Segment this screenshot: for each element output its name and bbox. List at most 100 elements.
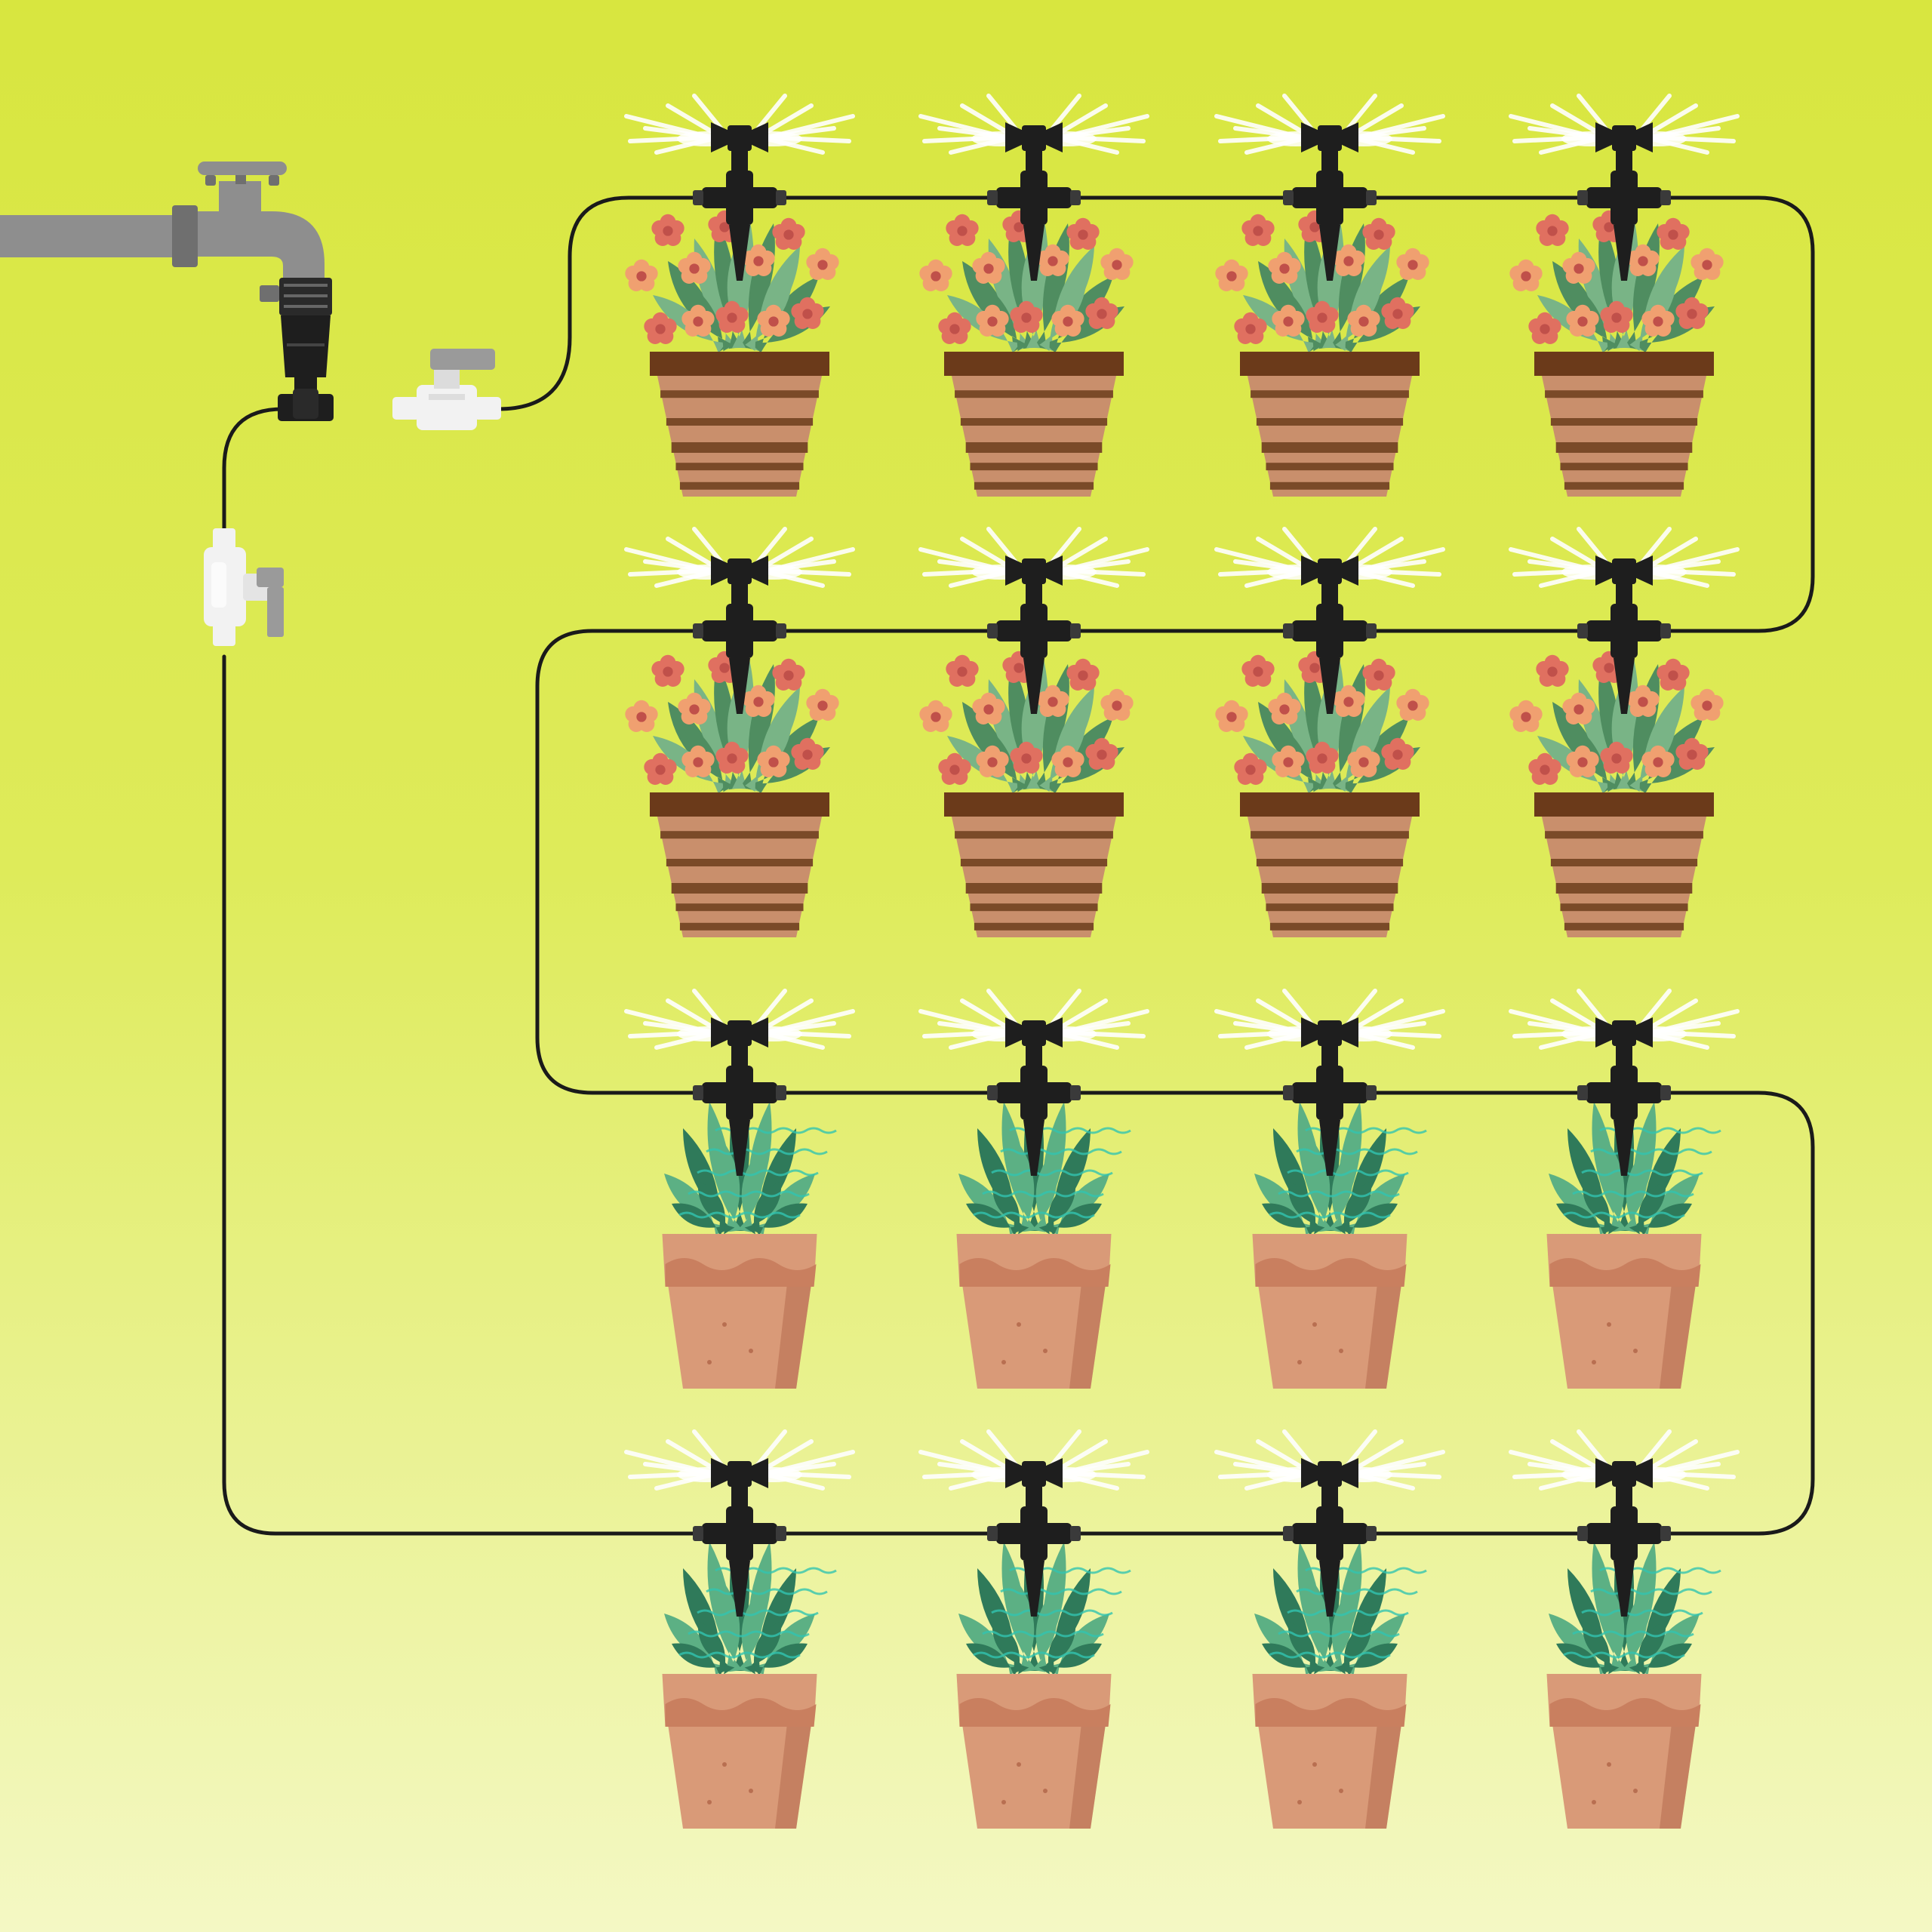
clay-pot-body	[1552, 1287, 1696, 1389]
flower-center	[957, 666, 968, 677]
leaf	[1343, 1643, 1398, 1676]
leaf	[1632, 1568, 1681, 1674]
tee-barb	[1660, 190, 1671, 205]
succulent-highlight	[982, 1190, 1104, 1198]
leaf	[1048, 1643, 1102, 1676]
flower-center	[1097, 749, 1107, 760]
valve-body	[417, 385, 477, 430]
tee-barb	[776, 1085, 786, 1100]
hose-connector-icon	[260, 278, 334, 421]
flower-center	[1112, 700, 1122, 711]
flower	[806, 248, 839, 280]
flower-center	[1540, 324, 1550, 334]
clay-pot-speck	[1001, 1800, 1006, 1804]
tee-barb	[1660, 1526, 1671, 1541]
plant-grid	[625, 208, 1724, 1829]
nozzle-wing	[1339, 1017, 1358, 1048]
clay-pot-speck	[1312, 1762, 1317, 1767]
flower	[791, 737, 824, 770]
flower-center	[1407, 260, 1418, 270]
flower-center	[1226, 271, 1237, 281]
nozzle-wing	[1339, 1458, 1358, 1488]
flower-center	[636, 712, 647, 722]
mist-sprayer-icon	[1509, 94, 1740, 281]
leaf	[1038, 1621, 1076, 1675]
pot-stripe	[970, 903, 1098, 912]
pot-stripe	[955, 390, 1113, 398]
flower-center	[1547, 226, 1558, 236]
flower	[742, 685, 775, 717]
tee-barb	[776, 1526, 786, 1541]
flower-center	[727, 753, 737, 764]
tee-barb	[693, 190, 703, 205]
flower-center	[753, 697, 764, 707]
nozzle-wing	[1633, 122, 1653, 152]
clay-pot-shade	[1365, 1727, 1401, 1829]
flower-center	[1638, 697, 1648, 707]
succulent-highlight	[973, 1651, 1095, 1659]
leaf	[697, 1181, 735, 1235]
flower-center	[1687, 749, 1697, 760]
main-drip-line	[222, 195, 1815, 1536]
mist-sprayer-icon	[1509, 1429, 1740, 1617]
nozzle-cap	[1022, 125, 1046, 151]
tee-barb	[1070, 623, 1081, 638]
ground-stake	[1319, 658, 1340, 714]
return-drip-line	[222, 407, 285, 542]
tee-barb	[1577, 1085, 1588, 1100]
flower-center	[719, 222, 730, 232]
flower-center	[931, 712, 941, 722]
succulent-highlight	[1572, 1190, 1694, 1198]
pipe-nut	[172, 205, 198, 267]
leaf	[1337, 1128, 1386, 1234]
flower-center	[1653, 316, 1663, 327]
flower	[938, 752, 971, 785]
tee-barb	[1283, 190, 1294, 205]
pot-stripe	[1550, 418, 1698, 426]
flower	[1657, 217, 1690, 250]
flower-center	[1048, 256, 1058, 266]
flower-center	[1063, 316, 1073, 327]
flower-center	[987, 757, 998, 768]
flower-center	[1021, 312, 1032, 323]
pot-stripe	[1266, 463, 1394, 471]
flower	[681, 304, 715, 337]
pot-stripe	[1560, 463, 1688, 471]
flower-center	[949, 324, 960, 334]
clay-pot-body	[668, 1287, 811, 1389]
clay-pot-speck	[1017, 1322, 1021, 1327]
pot-stripe	[1555, 883, 1693, 894]
pot-stripe	[1269, 481, 1390, 490]
tee-barb-top	[213, 528, 235, 551]
ground-stake	[729, 1561, 750, 1617]
leaf	[1343, 1203, 1398, 1236]
tee-barb	[1660, 1085, 1671, 1100]
flower-center	[1279, 263, 1290, 274]
leaf	[718, 1583, 743, 1672]
ground-stake	[1614, 1120, 1635, 1176]
succulent-highlight	[1278, 1190, 1400, 1198]
clay-pot-body	[962, 1727, 1106, 1829]
flower	[1066, 217, 1100, 250]
clay-pot-body	[1258, 1727, 1401, 1829]
leaf	[1603, 1143, 1627, 1232]
flower-center	[1014, 663, 1024, 673]
flower	[625, 700, 658, 732]
pot-stripe	[965, 442, 1103, 453]
leaf	[977, 1568, 1026, 1674]
clay-pot-shade	[1069, 1287, 1106, 1389]
nozzle-wing	[1633, 1458, 1653, 1488]
nozzle-wing	[749, 555, 768, 586]
tee-barb	[1366, 1085, 1377, 1100]
flower	[1051, 745, 1084, 777]
tee-highlight	[211, 562, 226, 608]
leaf	[1309, 1583, 1333, 1672]
succulent-highlight	[973, 1211, 1095, 1219]
nozzle-wing	[1043, 122, 1063, 152]
leaf	[1032, 1591, 1057, 1672]
tee-body	[1316, 1066, 1343, 1120]
flower	[1381, 297, 1414, 329]
ground-stake	[1319, 1561, 1340, 1617]
leaf	[747, 1568, 796, 1674]
leaf	[1622, 1591, 1647, 1672]
